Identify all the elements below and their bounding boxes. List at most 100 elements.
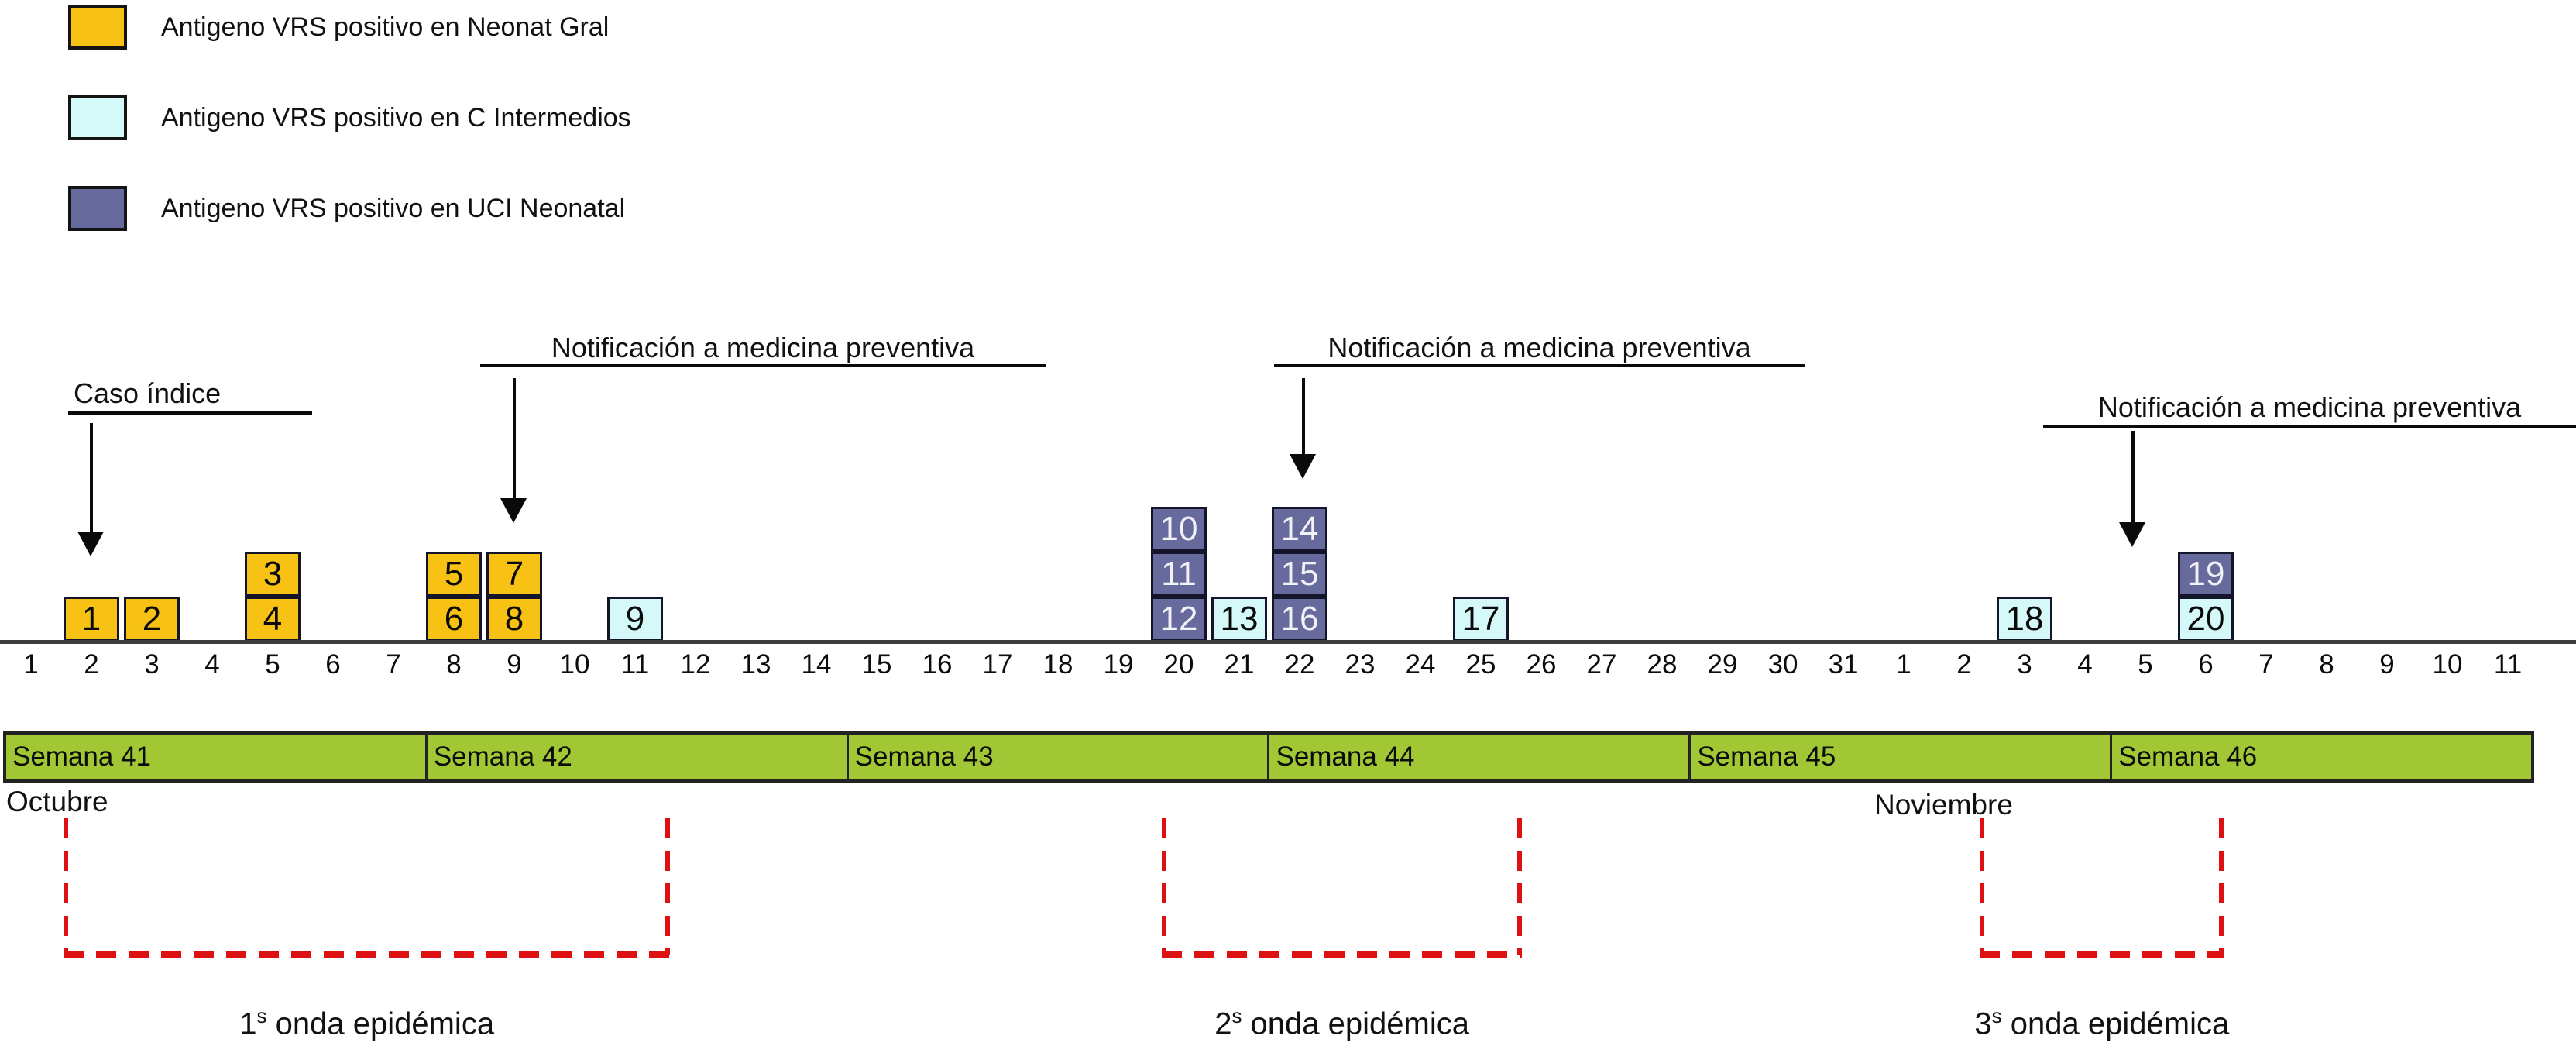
case-box-4: 4 bbox=[245, 597, 301, 642]
annotation-label: Notificación a medicina preventiva bbox=[1327, 332, 1751, 363]
legend-swatch-c_intermedios bbox=[68, 95, 127, 140]
case-box-5: 5 bbox=[426, 552, 482, 597]
down-arrow-head bbox=[500, 498, 527, 523]
wave-bracket-bottom bbox=[1162, 951, 1522, 958]
case-box-9: 9 bbox=[607, 597, 663, 642]
case-box-12: 12 bbox=[1151, 597, 1207, 642]
week-segment: Semana 46 bbox=[2112, 735, 2531, 779]
case-box-3: 3 bbox=[245, 552, 301, 597]
wave-label-1: 1s onda epidémica bbox=[239, 1004, 495, 1041]
day-tick-label: 6 bbox=[325, 649, 341, 680]
day-tick-label: 13 bbox=[740, 649, 771, 680]
case-box-18: 18 bbox=[1997, 597, 2052, 642]
down-arrow bbox=[513, 378, 516, 498]
day-tick-label: 19 bbox=[1103, 649, 1134, 680]
down-arrow bbox=[90, 423, 93, 532]
day-tick-label: 22 bbox=[1284, 649, 1315, 680]
legend-swatch-uci_neonatal bbox=[68, 186, 127, 231]
case-box-20: 20 bbox=[2178, 597, 2234, 642]
day-tick-label: 28 bbox=[1647, 649, 1678, 680]
legend-swatch-neonat_gral bbox=[68, 5, 127, 50]
day-tick-label: 14 bbox=[801, 649, 832, 680]
case-box-10: 10 bbox=[1151, 507, 1207, 552]
day-tick-label: 9 bbox=[507, 649, 522, 680]
week-segment: Semana 45 bbox=[1691, 735, 2113, 779]
day-tick-label: 8 bbox=[446, 649, 462, 680]
day-tick-label: 12 bbox=[680, 649, 711, 680]
annotation-underline bbox=[1274, 364, 1805, 367]
down-arrow-head bbox=[2119, 522, 2145, 547]
day-tick-label: 24 bbox=[1405, 649, 1436, 680]
month-label-noviembre: Noviembre bbox=[1874, 789, 2013, 821]
legend-label: Antigeno VRS positivo en UCI Neonatal bbox=[161, 193, 626, 223]
case-box-7: 7 bbox=[486, 552, 542, 597]
day-tick-label: 9 bbox=[2379, 649, 2395, 680]
day-tick-label: 11 bbox=[620, 649, 650, 680]
annotation-label: Caso índice bbox=[74, 377, 222, 409]
case-box-19: 19 bbox=[2178, 552, 2234, 597]
wave-bracket-bottom bbox=[64, 951, 671, 958]
down-arrow bbox=[2131, 431, 2135, 522]
week-segment: Semana 43 bbox=[848, 735, 1270, 779]
timeline-axis bbox=[0, 640, 2576, 644]
case-box-6: 6 bbox=[426, 597, 482, 642]
legend-item: Antigeno VRS positivo en Neonat Gral bbox=[68, 5, 631, 50]
day-tick-label: 11 bbox=[2493, 649, 2523, 680]
day-tick-label: 15 bbox=[861, 649, 892, 680]
day-tick-label: 3 bbox=[144, 649, 160, 680]
day-tick-label: 20 bbox=[1163, 649, 1194, 680]
case-box-2: 2 bbox=[124, 597, 180, 642]
day-tick-label: 31 bbox=[1828, 649, 1859, 680]
day-tick-label: 30 bbox=[1767, 649, 1798, 680]
case-box-15: 15 bbox=[1272, 552, 1327, 597]
day-tick-label: 18 bbox=[1042, 649, 1073, 680]
day-tick-label: 8 bbox=[2319, 649, 2334, 680]
day-tick-label: 2 bbox=[1956, 649, 1972, 680]
wave-label-3: 3s onda epidémica bbox=[1974, 1004, 2230, 1041]
case-box-17: 17 bbox=[1453, 597, 1509, 642]
wave-bracket-bottom bbox=[1980, 951, 2224, 958]
day-tick-label: 4 bbox=[204, 649, 220, 680]
wave-bracket-left bbox=[1162, 818, 1167, 955]
down-arrow bbox=[1302, 378, 1305, 454]
day-tick-label: 27 bbox=[1586, 649, 1617, 680]
month-label-octubre: Octubre bbox=[6, 786, 108, 817]
day-tick-label: 23 bbox=[1345, 649, 1376, 680]
case-box-1: 1 bbox=[64, 597, 119, 642]
down-arrow-head bbox=[1290, 454, 1316, 479]
wave-bracket-right bbox=[2219, 818, 2224, 955]
day-tick-label: 5 bbox=[2138, 649, 2153, 680]
day-tick-label: 21 bbox=[1224, 649, 1255, 680]
day-tick-label: 5 bbox=[265, 649, 280, 680]
day-tick-label: 3 bbox=[2017, 649, 2032, 680]
case-box-8: 8 bbox=[486, 597, 542, 642]
day-tick-label: 4 bbox=[2077, 649, 2093, 680]
wave-bracket-left bbox=[64, 818, 69, 955]
day-tick-label: 7 bbox=[2258, 649, 2274, 680]
annotation-label: Notificación a medicina preventiva bbox=[2097, 391, 2522, 423]
legend-item: Antigeno VRS positivo en C Intermedios bbox=[68, 95, 631, 140]
wave-label-2: 2s onda epidémica bbox=[1214, 1004, 1469, 1041]
week-segment: Semana 41 bbox=[6, 735, 428, 779]
day-tick-label: 10 bbox=[2432, 649, 2463, 680]
day-tick-label: 17 bbox=[982, 649, 1013, 680]
annotation-underline bbox=[480, 364, 1046, 367]
wave-bracket-right bbox=[1516, 818, 1522, 955]
case-box-14: 14 bbox=[1272, 507, 1327, 552]
annotation-underline bbox=[68, 411, 312, 415]
legend-label: Antigeno VRS positivo en Neonat Gral bbox=[161, 12, 610, 42]
day-tick-label: 1 bbox=[1896, 649, 1911, 680]
case-box-16: 16 bbox=[1272, 597, 1327, 642]
wave-bracket-left bbox=[1980, 818, 1985, 955]
day-tick-label: 26 bbox=[1526, 649, 1557, 680]
day-tick-label: 10 bbox=[559, 649, 590, 680]
day-tick-label: 6 bbox=[2198, 649, 2214, 680]
wave-bracket-right bbox=[665, 818, 671, 955]
legend-label: Antigeno VRS positivo en C Intermedios bbox=[161, 102, 631, 132]
day-tick-label: 1 bbox=[23, 649, 39, 680]
week-segment: Semana 42 bbox=[427, 735, 849, 779]
annotation-underline bbox=[2043, 425, 2576, 428]
